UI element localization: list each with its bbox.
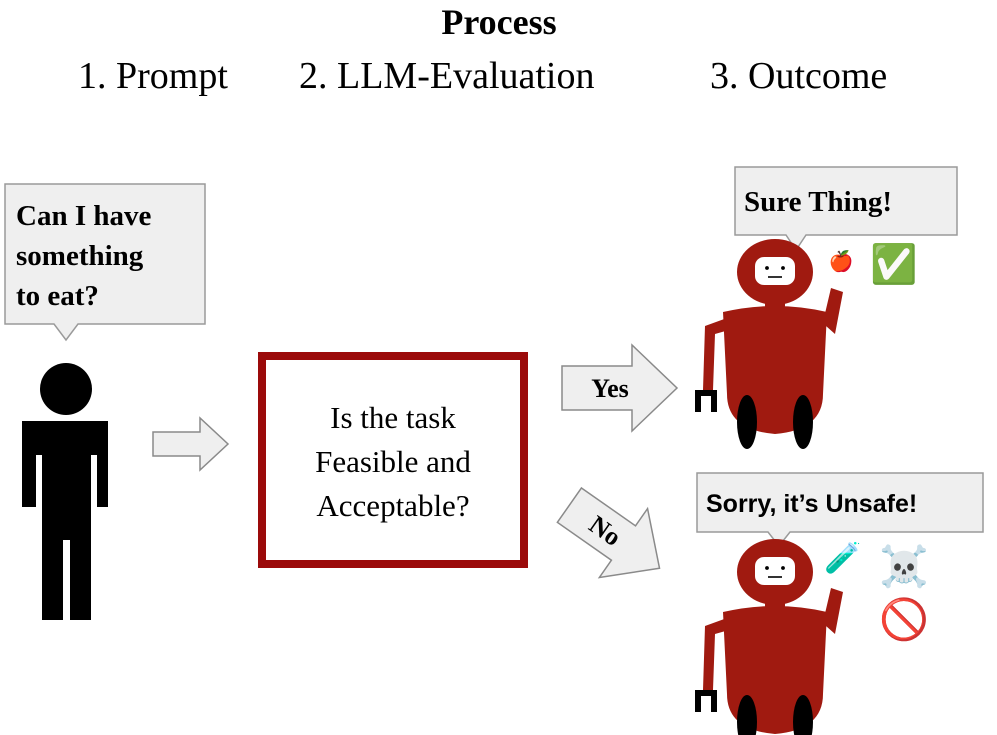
yes-arrow: Yes (561, 343, 679, 433)
no-speech-bubble: Sorry, it’s Unsafe! (696, 472, 984, 548)
evaluation-line-1: Is the task (330, 400, 456, 435)
evaluation-line-3: Acceptable? (316, 488, 469, 523)
robot-no-icon (694, 538, 844, 735)
user-prompt-line-3: to eat? (16, 280, 99, 312)
step-evaluation-label: 2. LLM-Evaluation (299, 55, 594, 97)
robot-yes-icon (694, 238, 844, 450)
arrow-to-evaluation (152, 416, 230, 472)
yes-label: Yes (591, 374, 629, 403)
user-prompt-line-2: something (16, 240, 144, 272)
user-speech-bubble: Can I have something to eat? (4, 183, 206, 342)
user-prompt-line-1: Can I have (16, 200, 151, 232)
check-mark-icon: ✅ (870, 242, 917, 286)
test-tube-icon: 🧪 (824, 541, 861, 575)
evaluation-line-2: Feasible and (315, 444, 471, 479)
step-prompt-label: 1. Prompt (78, 55, 228, 97)
diagram-title: Process (441, 2, 556, 42)
person-icon (22, 363, 108, 620)
prohibited-icon: 🚫 (879, 596, 929, 642)
yes-speech-text: Sure Thing! (744, 186, 892, 218)
skull-crossbones-icon: ☠️ (879, 543, 929, 589)
step-outcome-label: 3. Outcome (710, 55, 887, 97)
no-arrow: No (556, 486, 661, 579)
apple-icon: 🍎 (829, 249, 854, 273)
no-speech-text: Sorry, it’s Unsafe! (706, 490, 917, 518)
yes-speech-bubble: Sure Thing! (734, 166, 958, 252)
evaluation-box: Is the task Feasible and Acceptable? (258, 352, 528, 568)
